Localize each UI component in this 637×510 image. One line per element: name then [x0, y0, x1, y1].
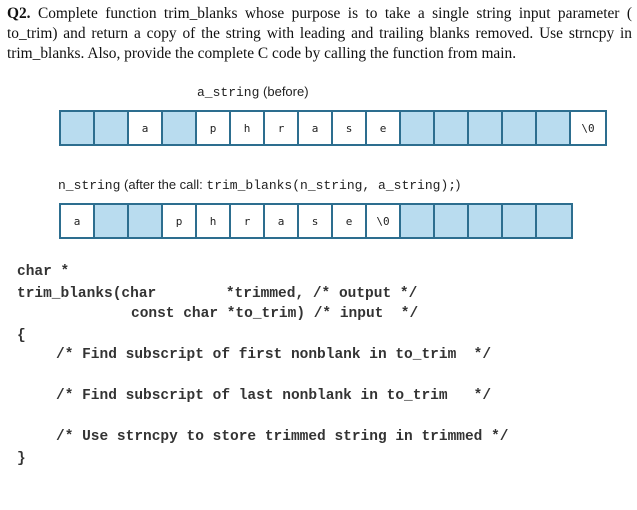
code-open-brace: {	[17, 328, 26, 344]
figure2-caption-mid: (after the call:	[120, 177, 207, 192]
figure1-cell: r	[265, 112, 299, 144]
figure2-cell: \0	[367, 205, 401, 237]
figure1-cell: s	[333, 112, 367, 144]
figure2-cell: h	[197, 205, 231, 237]
figure1-cell	[95, 112, 129, 144]
question-text: Q2. Complete function trim_blanks whose …	[7, 4, 632, 64]
figure1-cell: p	[197, 112, 231, 144]
figure2-cell: p	[163, 205, 197, 237]
figure1-caption: a_string (before)	[197, 84, 309, 100]
figure2-caption-name: n_string	[58, 178, 121, 193]
figure1-cell	[61, 112, 95, 144]
figure1-cell: \0	[571, 112, 605, 144]
code-line-return-type: char *	[17, 264, 70, 280]
figure1-cell: e	[367, 112, 401, 144]
figure2-cell	[401, 205, 435, 237]
figure2-cell	[95, 205, 129, 237]
figure2-cell: a	[265, 205, 299, 237]
code-line-signature: trim_blanks(char *trimmed, /* output */	[17, 286, 418, 302]
figure2-cell	[537, 205, 571, 237]
figure2-caption-end: )	[456, 177, 461, 192]
figure2-cell	[129, 205, 163, 237]
figure2-cell: e	[333, 205, 367, 237]
question-body: Complete function trim_blanks whose purp…	[7, 5, 632, 62]
figure2-cell: a	[61, 205, 95, 237]
figure1-cell	[537, 112, 571, 144]
figure1-caption-name: a_string	[197, 85, 260, 100]
figure2-cell	[469, 205, 503, 237]
figure1-cell	[469, 112, 503, 144]
figure1-cell: h	[231, 112, 265, 144]
figure2-cell	[435, 205, 469, 237]
figure2-caption: n_string (after the call: trim_blanks(n_…	[58, 177, 460, 193]
question-number: Q2.	[7, 5, 31, 22]
figure2-cell	[503, 205, 537, 237]
figure1-caption-suffix: (before)	[259, 84, 309, 99]
figure2-cell: s	[299, 205, 333, 237]
figure1-cell: a	[299, 112, 333, 144]
figure1-cell	[401, 112, 435, 144]
code-comment-last-nonblank: /* Find subscript of last nonblank in to…	[56, 388, 492, 404]
figure1-cell	[503, 112, 537, 144]
figure1-cell	[435, 112, 469, 144]
code-comment-first-nonblank: /* Find subscript of first nonblank in t…	[56, 347, 492, 363]
figure2-caption-call: trim_blanks(n_string, a_string);	[206, 178, 457, 193]
code-close-brace: }	[17, 451, 26, 467]
figure1-cell: a	[129, 112, 163, 144]
figure2-cell: r	[231, 205, 265, 237]
code-line-param: const char *to_trim) /* input */	[131, 306, 419, 322]
code-comment-strncpy: /* Use strncpy to store trimmed string i…	[56, 429, 509, 445]
figure1-cell	[163, 112, 197, 144]
